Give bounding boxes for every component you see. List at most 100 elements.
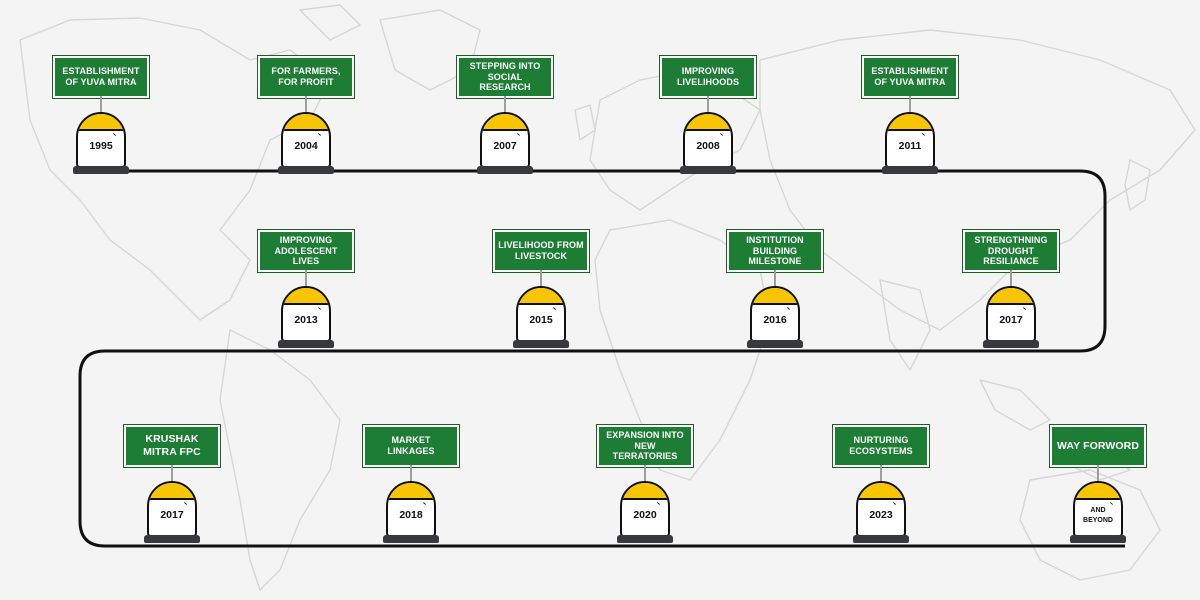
milestone-sign: NURTURING ECOSYSTEMS (832, 424, 930, 468)
stone-highlight-icon (893, 502, 896, 505)
stone-base (983, 340, 1039, 348)
milestone: ESTABLISHMENT OF YUVA MITRA 1995 (52, 55, 153, 186)
stone-cap (149, 483, 195, 500)
map-outline-japan (1124, 159, 1151, 211)
sign-post (305, 270, 307, 286)
stone-highlight-icon (184, 502, 187, 505)
sign-post (504, 96, 506, 112)
milestone-stone: 2004 (281, 112, 331, 168)
stone-cap (622, 483, 668, 500)
milestone-year: 2013 (294, 314, 318, 326)
milestone-sign: WAY FORWORD (1049, 424, 1147, 468)
sign-post (540, 270, 542, 286)
milestone: WAY FORWORD AND BEYOND (1049, 424, 1150, 555)
map-outline-arctic (299, 4, 361, 41)
stone-highlight-icon (922, 133, 925, 136)
stone-base (747, 340, 803, 348)
milestone-sign: KRUSHAK MITRA FPC (123, 424, 221, 468)
milestone-year: 2016 (763, 314, 787, 326)
stone-base (278, 340, 334, 348)
stone-base (73, 166, 129, 174)
stone-highlight-icon (517, 133, 520, 136)
milestone-stone: 2017 (986, 286, 1036, 342)
sign-post (305, 96, 307, 112)
sign-post (774, 270, 776, 286)
stone-highlight-icon (423, 502, 426, 505)
stone-base (477, 166, 533, 174)
milestone-year: AND BEYOND (1083, 507, 1113, 524)
stone-cap (858, 483, 904, 500)
sign-post (410, 465, 412, 481)
stone-base (383, 535, 439, 543)
stone-cap (518, 288, 564, 305)
stone-cap (752, 288, 798, 305)
milestone: LIVELIHOOD FROM LIVESTOCK 2015 (492, 229, 593, 360)
stone-cap (283, 114, 329, 131)
milestone-sign: FOR FARMERS, FOR PROFIT (257, 55, 355, 99)
milestone-year: 2023 (869, 509, 893, 521)
map-outline-north-america (19, 17, 331, 321)
stone-cap (482, 114, 528, 131)
milestone-sign: IMPROVING LIVELIHOODS (659, 55, 757, 99)
sign-post (909, 96, 911, 112)
stone-base (278, 166, 334, 174)
milestone-year: 2020 (633, 509, 657, 521)
stone-highlight-icon (1023, 307, 1026, 310)
stone-base (882, 166, 938, 174)
milestone-stone: 2011 (885, 112, 935, 168)
milestone-sign: STEPPING INTO SOCIAL RESEARCH (456, 55, 554, 99)
stone-highlight-icon (113, 133, 116, 136)
stone-highlight-icon (657, 502, 660, 505)
stone-highlight-icon (553, 307, 556, 310)
stone-base (1070, 535, 1126, 543)
milestone-year: 2011 (898, 140, 922, 152)
stone-highlight-icon (318, 133, 321, 136)
milestone: FOR FARMERS, FOR PROFIT 2004 (257, 55, 358, 186)
stone-cap (685, 114, 731, 131)
stone-cap (988, 288, 1034, 305)
stone-highlight-icon (318, 307, 321, 310)
milestone-stone: 1995 (76, 112, 126, 168)
milestone-sign: ESTABLISHMENT OF YUVA MITRA (52, 55, 150, 99)
milestone-year: 2004 (294, 140, 318, 152)
milestone-stone: 2023 (856, 481, 906, 537)
milestone-stone: 2013 (281, 286, 331, 342)
milestone-stone: 2015 (516, 286, 566, 342)
sign-post (1010, 270, 1012, 286)
map-outline-uk (574, 104, 596, 141)
stone-highlight-icon (787, 307, 790, 310)
milestone-stone: AND BEYOND (1073, 481, 1123, 537)
stone-cap (78, 114, 124, 131)
milestone-stone: 2008 (683, 112, 733, 168)
stone-base (617, 535, 673, 543)
stone-base (853, 535, 909, 543)
map-outline-islands (979, 379, 1051, 431)
stone-cap (1075, 483, 1121, 500)
sign-post (171, 465, 173, 481)
map-outline-australia (1019, 469, 1161, 581)
milestone-sign: LIVELIHOOD FROM LIVESTOCK (492, 229, 590, 273)
milestone: STEPPING INTO SOCIAL RESEARCH 2007 (456, 55, 557, 186)
sign-post (100, 96, 102, 112)
milestone-stone: 2007 (480, 112, 530, 168)
milestone: ESTABLISHMENT OF YUVA MITRA 2011 (861, 55, 962, 186)
map-outline-africa (594, 219, 771, 481)
milestone: IMPROVING LIVELIHOODS 2008 (659, 55, 760, 186)
milestone-year: 2007 (493, 140, 517, 152)
milestone-year: 2017 (999, 314, 1023, 326)
sign-post (1097, 465, 1099, 481)
stone-base (144, 535, 200, 543)
stone-highlight-icon (1110, 502, 1113, 505)
stone-highlight-icon (720, 133, 723, 136)
milestone: IMPROVING ADOLESCENT LIVES 2013 (257, 229, 358, 360)
milestone-sign: MARKET LINKAGES (362, 424, 460, 468)
milestone-sign: IMPROVING ADOLESCENT LIVES (257, 229, 355, 273)
stone-cap (283, 288, 329, 305)
milestone-sign: ESTABLISHMENT OF YUVA MITRA (861, 55, 959, 99)
